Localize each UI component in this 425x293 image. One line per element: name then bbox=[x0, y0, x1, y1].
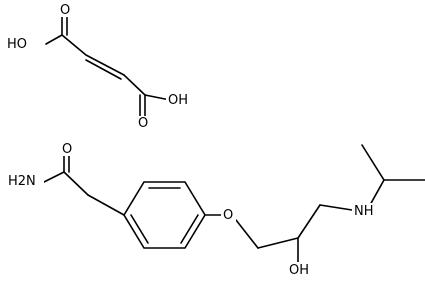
atenolol-labels: O H2N O NH OH bbox=[6, 142, 374, 278]
bond-carbonyl-ch2 bbox=[63, 171, 89, 196]
label-hydroxyl: OH bbox=[289, 263, 309, 278]
bond-ch2-choh bbox=[257, 237, 299, 249]
fumaric-acid-labels: HO O O OH bbox=[5, 3, 194, 131]
label-ether-oxygen: O bbox=[223, 208, 233, 223]
label-fumaric-hydroxyl-right: OH bbox=[168, 93, 188, 108]
bond-ch2-ring bbox=[87, 194, 125, 216]
bond-c4-oh bbox=[144, 94, 171, 101]
bond-ch-methyl-left bbox=[361, 144, 385, 181]
bond-ch2-nh bbox=[319, 204, 353, 211]
bond-h2n-carbonyl-c bbox=[43, 171, 65, 183]
label-fumaric-carbonyl-o-right: O bbox=[138, 116, 148, 131]
bond-nh-ch bbox=[369, 179, 385, 206]
ring-double-bond-2 bbox=[130, 214, 149, 244]
label-amide-nitrogen: H2N bbox=[8, 174, 36, 189]
bond-c2-c3-double-a bbox=[85, 54, 125, 76]
fumaric-acid-molecule bbox=[45, 12, 171, 119]
bond-ho-c1 bbox=[45, 34, 63, 45]
ring-double-bond-3 bbox=[180, 214, 199, 244]
label-fumaric-carbonyl-o-left: O bbox=[60, 3, 70, 18]
atenolol-molecule bbox=[43, 144, 425, 264]
bond-c1-c2 bbox=[61, 34, 87, 56]
bond-c3-c4 bbox=[123, 74, 146, 96]
benzene-ring bbox=[123, 181, 206, 249]
bond-choh-ch2 bbox=[297, 204, 321, 239]
bond-ether-o-ch2 bbox=[235, 219, 259, 249]
bond-c2-c3-double-b bbox=[85, 59, 122, 80]
label-amine-nitrogen: NH bbox=[354, 204, 374, 219]
label-fumaric-hydroxyl-left: HO bbox=[7, 37, 27, 52]
label-amide-oxygen: O bbox=[62, 142, 72, 157]
